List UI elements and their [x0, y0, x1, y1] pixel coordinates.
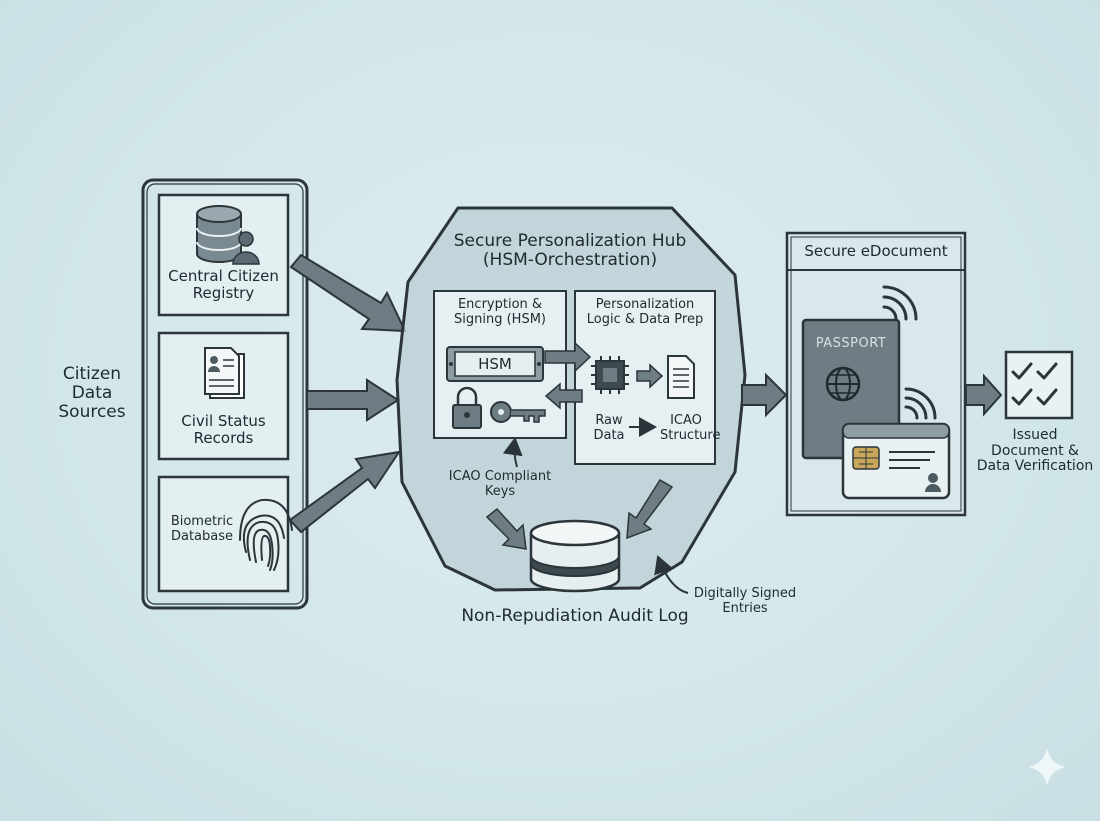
civil-status-label: Civil Status Records [159, 413, 288, 447]
biometric-label: Biometric Database [162, 514, 242, 544]
arrow-registry-to-hub [289, 253, 407, 333]
issued-label-line: Document & [991, 442, 1079, 459]
arrow-hub-to-edoc [741, 372, 788, 418]
sources-label-line: Data [71, 383, 113, 404]
icao-structure-label: ICAO Structure [660, 413, 721, 443]
issued-label-line: Issued [1012, 427, 1058, 443]
wireless-icon-passport [882, 285, 918, 321]
passport-label: PASSPORT [815, 336, 887, 351]
arrow-edoc-to-issued [965, 373, 1003, 417]
digitally-signed-label-line: Digitally Signed [693, 586, 797, 601]
icao-keys-label-line: ICAO Compliant [448, 469, 552, 484]
edoc-title: Secure eDocument [804, 242, 948, 260]
arrow-enc-to-audit [485, 507, 527, 550]
registry-label: Central Citizen Registry [159, 268, 288, 302]
hub-title-line: Secure Personalization Hub [453, 231, 687, 251]
raw-data-label-line: Data [593, 427, 625, 443]
citizen-data-sources-label: Citizen Data Sources [45, 364, 139, 423]
sources-label-line: Sources [58, 402, 126, 423]
registry-label-line: Registry [192, 283, 255, 302]
personalization-label-line: Logic & Data Prep [586, 311, 704, 327]
arrow-biometric-to-hub [288, 450, 402, 534]
arrow-civil-to-hub [306, 378, 400, 422]
encryption-label-line: Encryption & [457, 297, 543, 312]
sources-label-line: Citizen [62, 364, 122, 384]
arrow-perso-to-audit [626, 478, 674, 540]
personalization-label: Personalization Logic & Data Prep [575, 297, 715, 327]
registry-label-line: Central Citizen [168, 267, 279, 285]
audit-database-icon [529, 519, 621, 593]
fingerprint-icon [239, 498, 293, 571]
wireless-icon-card [904, 387, 937, 420]
encryption-label-line: Signing (HSM) [454, 311, 546, 327]
arrow-signed-pointer [654, 555, 689, 594]
civil-status-label-line: Civil Status [181, 412, 266, 430]
issued-label: Issued Document & Data Verification [972, 427, 1098, 475]
icao-document-icon [667, 355, 695, 399]
document-person-icon [204, 347, 245, 399]
key-icon [490, 401, 546, 423]
arrow-chip-to-doc [636, 363, 664, 389]
arrow-hsm-to-perso [544, 341, 592, 373]
audit-log-label: Non-Repudiation Audit Log [461, 606, 689, 626]
icao-keys-label: ICAO Compliant Keys [440, 469, 560, 499]
civil-status-label-line: Records [193, 428, 254, 447]
chip-icon [591, 356, 629, 394]
personalization-label-line: Personalization [595, 297, 695, 312]
sparkle-icon [1028, 748, 1066, 786]
hub-title-line: (HSM-Orchestration) [482, 250, 658, 271]
biometric-box [157, 475, 290, 593]
arrow-perso-to-hsm [544, 382, 583, 410]
checklist-icon [1004, 350, 1074, 420]
icao-keys-label-line: Keys [484, 483, 516, 499]
raw-data-label-line: Raw [595, 413, 623, 428]
digitally-signed-label-line: Entries [722, 600, 768, 616]
database-person-icon [196, 205, 260, 265]
icao-structure-label-line: Structure [660, 427, 721, 443]
biometric-label-line: Biometric [170, 514, 234, 529]
hsm-label: HSM [478, 355, 512, 373]
arrow-keys-pointer [502, 437, 523, 468]
encryption-label: Encryption & Signing (HSM) [434, 297, 566, 327]
icao-structure-label-line: ICAO [670, 413, 702, 428]
lock-icon [452, 386, 482, 429]
hub-title: Secure Personalization Hub (HSM-Orchestr… [440, 231, 700, 271]
biometric-label-line: Database [170, 528, 234, 544]
id-card-icon [841, 422, 951, 500]
issued-label-line: Data Verification [976, 458, 1094, 475]
raw-data-label: Raw Data [588, 413, 630, 443]
digitally-signed-label: Digitally Signed Entries [690, 586, 800, 616]
